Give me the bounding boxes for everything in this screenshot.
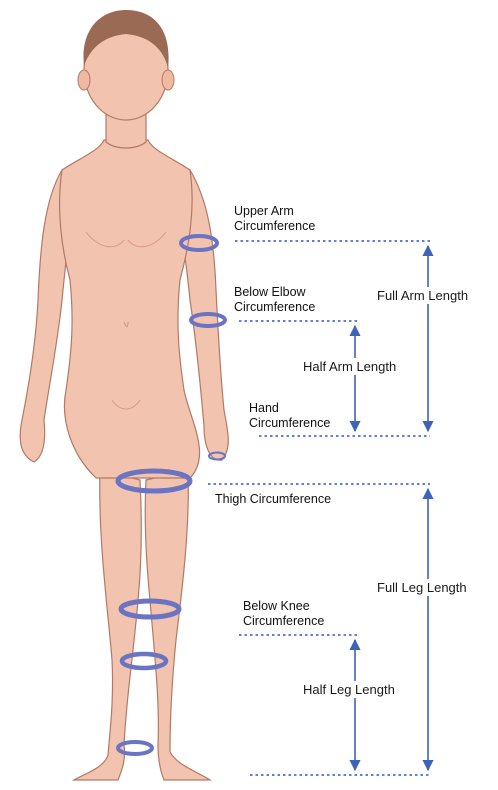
right-ear [162, 70, 174, 90]
below-knee-label-line1: Below Knee [243, 599, 324, 614]
below-elbow-label-line2: Circumference [234, 300, 315, 315]
below-knee-label-line2: Circumference [243, 614, 324, 629]
upper-arm-label: Upper Arm Circumference [234, 204, 315, 234]
hand-label-line2: Circumference [249, 416, 330, 431]
half-leg-length-label: Half Leg Length [300, 681, 398, 698]
upper-arm-label-line1: Upper Arm [234, 204, 315, 219]
left-leg [74, 470, 141, 780]
full-arm-length-label: Full Arm Length [374, 287, 471, 304]
torso [60, 140, 200, 478]
below-elbow-label: Below Elbow Circumference [234, 285, 315, 315]
upper-arm-label-line2: Circumference [234, 219, 315, 234]
thigh-label: Thigh Circumference [215, 492, 331, 507]
hand-label-line1: Hand [249, 401, 330, 416]
below-knee-label: Below Knee Circumference [243, 599, 324, 629]
hand-label: Hand Circumference [249, 401, 330, 431]
below-elbow-label-line1: Below Elbow [234, 285, 315, 300]
left-ear [78, 70, 90, 90]
half-arm-length-label: Half Arm Length [300, 358, 399, 375]
right-leg [145, 470, 210, 780]
full-leg-length-label: Full Leg Length [374, 579, 470, 596]
